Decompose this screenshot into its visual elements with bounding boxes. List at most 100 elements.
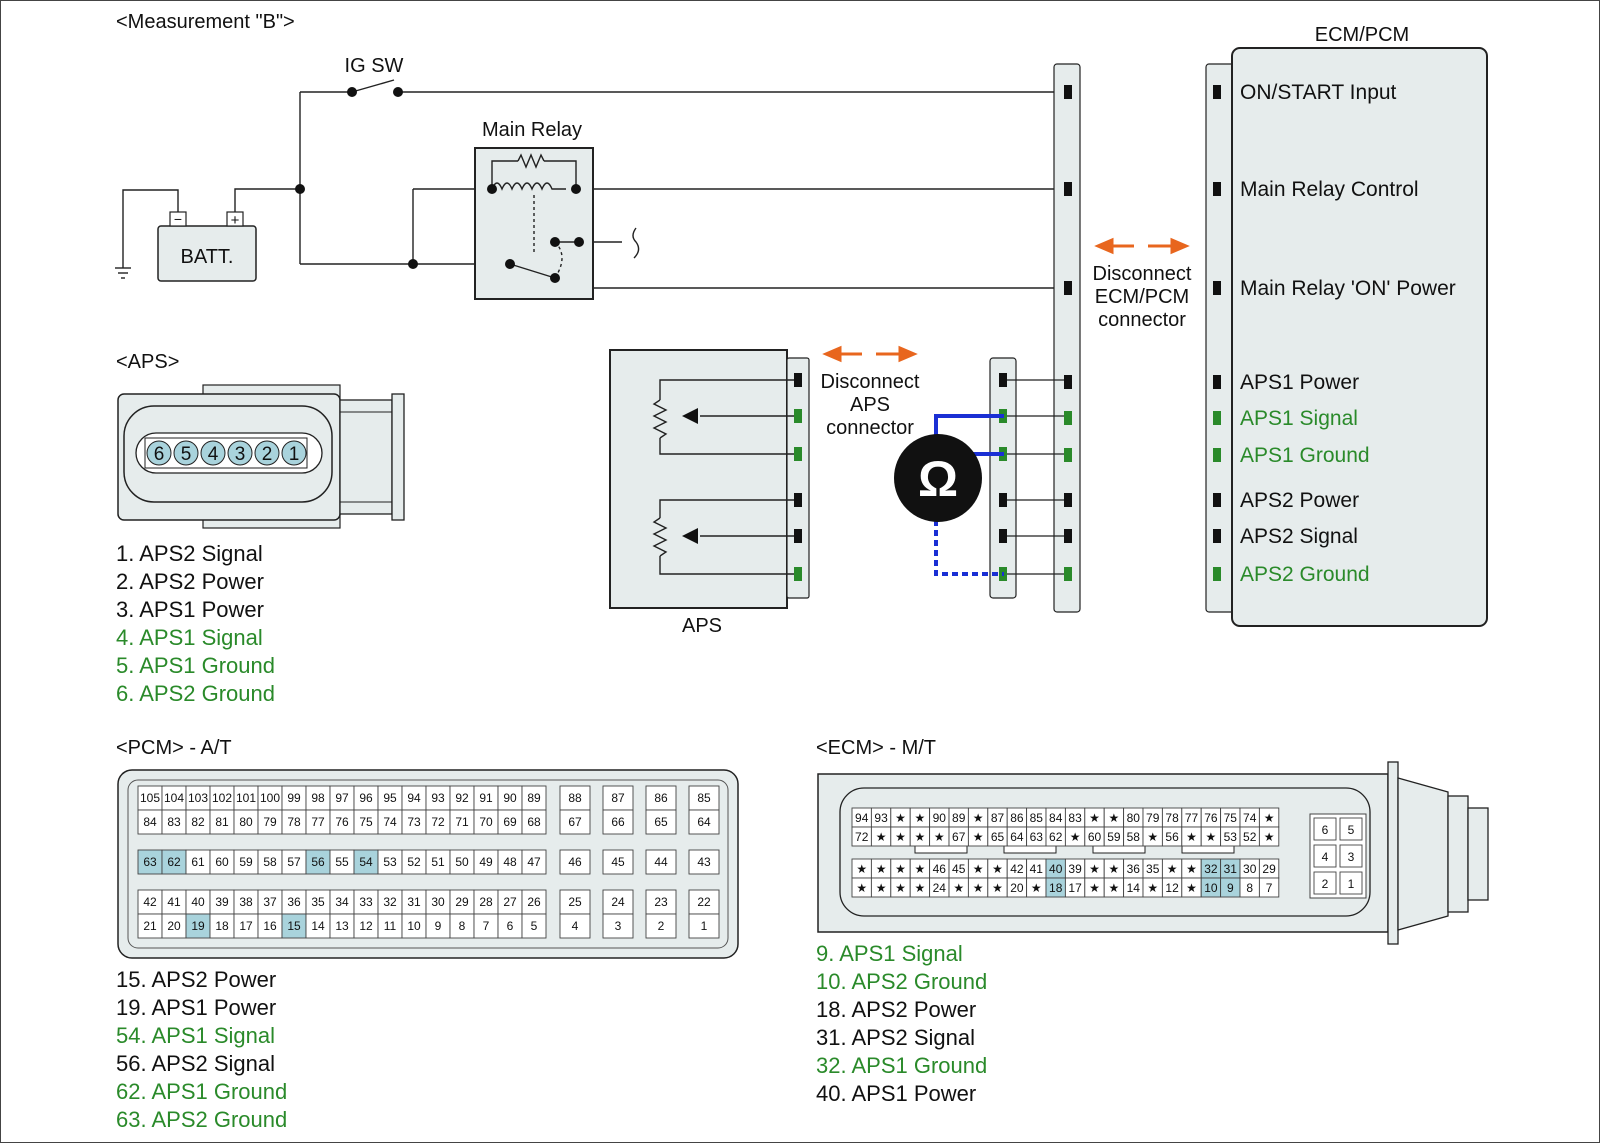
ecm-pin-number: 31: [1224, 862, 1238, 876]
ecm-pin-number: ★: [856, 881, 867, 895]
pcm-pin: [688, 809, 720, 835]
pcm-pin: [305, 889, 331, 915]
pcm-pin: [329, 785, 355, 811]
pcm-pin-number: 49: [479, 855, 493, 869]
ecm-pin-number: 86: [1010, 811, 1024, 825]
pcm-pin-number: 47: [527, 855, 541, 869]
legend-item: 3. APS1 Power: [116, 597, 264, 622]
pcm-pin: [305, 809, 331, 835]
harness-terminal: [1064, 411, 1072, 425]
ecm-aux-pin-number: 2: [1322, 877, 1329, 891]
ecm-pin-label: APS2 Power: [1240, 489, 1359, 512]
pcm-pin-number: 8: [459, 919, 466, 933]
ecm-pin-number: 93: [874, 811, 888, 825]
legend-item: 2. APS2 Power: [116, 569, 264, 594]
pcm-pin-number: 31: [407, 895, 421, 909]
pcm-pin-number: 44: [654, 855, 668, 869]
pcm-pin-number: 11: [384, 919, 397, 933]
pcm-pin-number: 55: [335, 855, 349, 869]
pcm-pin-number: 68: [527, 815, 541, 829]
pcm-pin: [473, 849, 499, 875]
disconnect-aps-line1: Disconnect: [821, 371, 920, 393]
ecm-pin-number: 17: [1068, 881, 1082, 895]
ecm-pin-number: 29: [1262, 862, 1276, 876]
pcm-pin-number: 60: [215, 855, 229, 869]
pcm-pin: [559, 849, 591, 875]
legend-item: 9. APS1 Signal: [816, 941, 963, 966]
ecm-pin-number: ★: [856, 862, 867, 876]
ecm-pin-number: ★: [895, 881, 906, 895]
pcm-pin-number: 101: [236, 791, 256, 805]
pcm-pin: [602, 913, 634, 939]
pcm-pin-number: 9: [435, 919, 442, 933]
pcm-pin: [305, 913, 331, 939]
pcm-pin-number: 33: [359, 895, 373, 909]
middle-terminal: [999, 493, 1007, 507]
ecm-terminal: [1213, 448, 1221, 462]
pcm-pin-number: 52: [407, 855, 421, 869]
pcm-pin: [688, 913, 720, 939]
ecm-pin-number: ★: [1206, 830, 1217, 844]
pcm-pin-number: 42: [143, 895, 157, 909]
pcm-pin-number: 75: [359, 815, 373, 829]
aps-pin: [173, 440, 199, 466]
ohm-icon: Ω: [918, 451, 958, 507]
pcm-pin-number: 53: [383, 855, 397, 869]
ecm-pin-number: 74: [1243, 811, 1257, 825]
disconnect-ecm-line3: connector: [1098, 309, 1186, 331]
ecm-pin-number: 87: [991, 811, 1005, 825]
pcm-pin-number: 82: [191, 815, 205, 829]
pcm-pin: [521, 913, 547, 939]
pcm-pin-number: 3: [615, 919, 622, 933]
pcm-pin-number: 83: [167, 815, 181, 829]
ecm-pin-number: 18: [1049, 881, 1063, 895]
aps-pin-number: 3: [235, 444, 246, 465]
pcm-pin-number: 38: [239, 895, 253, 909]
ecm-pin-number: 20: [1010, 881, 1024, 895]
ecm-pin-label: APS1 Power: [1240, 371, 1359, 394]
ecm-pin-number: 58: [1127, 830, 1141, 844]
ecm-pin-number: ★: [1186, 862, 1197, 876]
pcm-pin-number: 62: [167, 855, 181, 869]
ecm-pin-number: 41: [1030, 862, 1044, 876]
aps-heading: <APS>: [116, 351, 179, 373]
pcm-pin-number: 94: [407, 791, 421, 805]
ecm-pin-label: ON/START Input: [1240, 81, 1397, 104]
pcm-pin-number: 35: [311, 895, 325, 909]
pcm-pin-number: 99: [287, 791, 301, 805]
pcm-pin-number: 6: [507, 919, 514, 933]
ecm-pin: [1258, 826, 1280, 847]
ecm-aux-pin: [1313, 871, 1337, 895]
pcm-pin-number: 29: [455, 895, 469, 909]
pcm-pin: [329, 889, 355, 915]
pcm-pin: [377, 913, 403, 939]
pcm-pin: [559, 785, 591, 811]
legend-item: 56. APS2 Signal: [116, 1051, 276, 1076]
ecm-pin-number: 39: [1068, 862, 1082, 876]
ecm-pin-number: ★: [1070, 830, 1081, 844]
pcm-pin: [559, 889, 591, 915]
pcm-pin-number: 70: [479, 815, 493, 829]
pcm-pin-number: 17: [239, 919, 253, 933]
pcm-pin-number: 65: [654, 815, 668, 829]
ecm-pin-number: ★: [895, 830, 906, 844]
legend-item: 63. APS2 Ground: [116, 1107, 288, 1132]
ecm-pin-number: 72: [855, 830, 869, 844]
pcm-pin-number: 78: [287, 815, 301, 829]
ecm-pin-number: 30: [1243, 862, 1257, 876]
pcm-pin-number: 41: [167, 895, 181, 909]
legend-item: 10. APS2 Ground: [816, 969, 988, 994]
ecm-aux-pin-number: 5: [1348, 823, 1355, 837]
pcm-pin-number: 97: [335, 791, 349, 805]
legend-item: 15. APS2 Power: [116, 967, 277, 992]
pcm-pin-number: 98: [311, 791, 325, 805]
ecm-pin-number: ★: [1264, 811, 1275, 825]
ecm-pin-number: ★: [1089, 881, 1100, 895]
ecm-pin-number: ★: [895, 811, 906, 825]
pcm-pin: [281, 849, 307, 875]
ecm-pin-number: 89: [952, 811, 966, 825]
ecm-aux-pin: [1313, 817, 1337, 841]
ecm-pin-number: 90: [933, 811, 947, 825]
middle-terminal: [999, 529, 1007, 543]
